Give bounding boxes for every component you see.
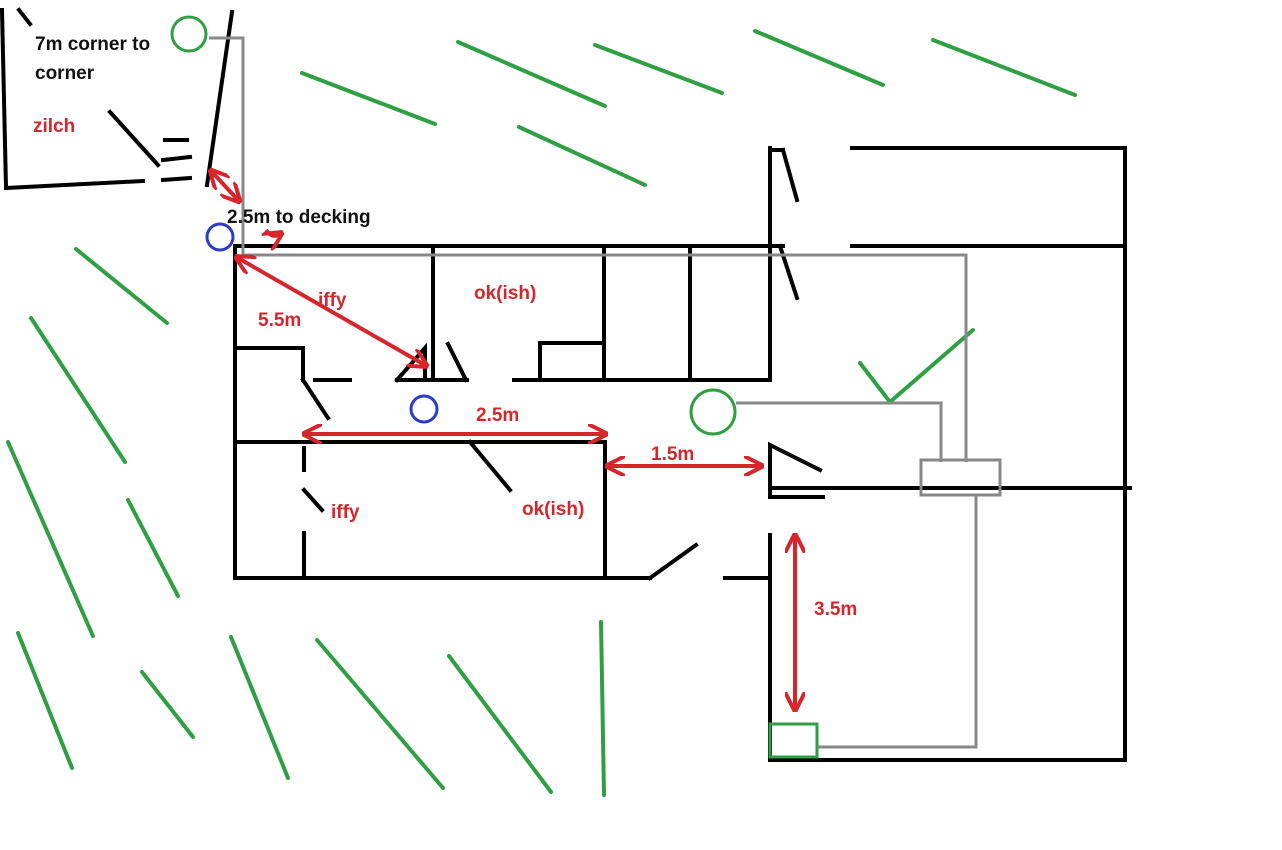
gray-box-icon [919,458,1002,497]
check-icon [858,328,975,405]
blue-circle-icon [409,394,439,424]
decking-distance-label: 2.5m to decking [227,207,371,228]
gap-distance-label: 1.5m [651,444,694,465]
diagonal-distance-label: 5.5m [258,310,301,331]
room1-signal-label: iffy [318,290,347,311]
green-box-icon [768,722,819,759]
room2-signal-label: ok(ish) [474,283,536,304]
devices [170,15,819,759]
bed-left-signal-label: iffy [331,502,360,523]
blue-circle-icon [205,222,235,252]
measurement-arrows [212,172,795,708]
garden-room-signal: zilch [33,116,75,137]
garden-room [0,7,235,191]
green-circle-icon [689,388,737,436]
lawn-hatching [6,29,1077,797]
garden-room-size-line1: 7m corner to [35,34,150,55]
bed-right-signal-label: ok(ish) [522,499,584,520]
garden-room-size-line2: corner [35,63,95,84]
green-circle-icon [170,15,208,53]
vertical-distance-label: 3.5m [814,599,857,620]
annotations: 7m corner to corner zilch 2.5m to deckin… [33,34,857,620]
hall-distance-label: 2.5m [476,405,519,426]
